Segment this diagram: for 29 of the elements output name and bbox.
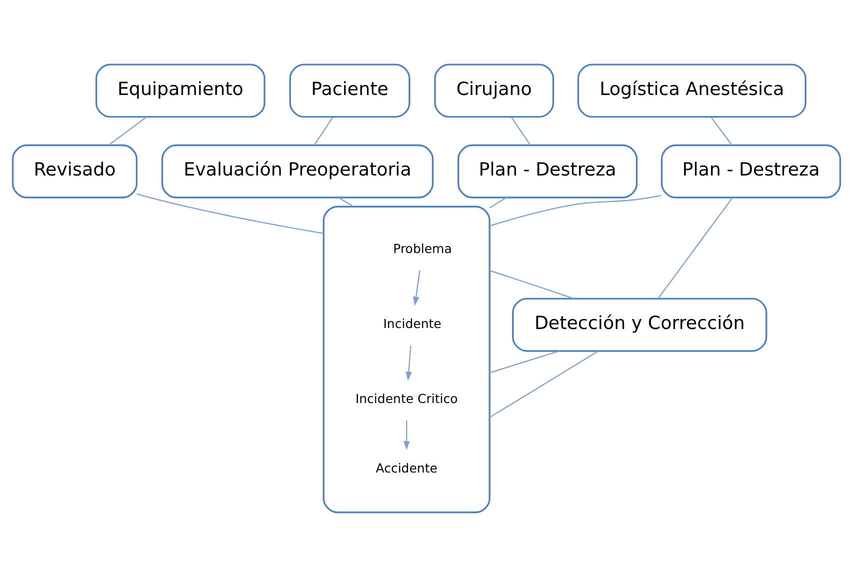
node-box: Revisado bbox=[12, 144, 138, 198]
node-box: Equipamiento bbox=[95, 64, 266, 118]
connector bbox=[710, 116, 732, 146]
connector bbox=[108, 116, 148, 146]
node-box: Detección y Corrección bbox=[512, 298, 768, 352]
node-box: Paciente bbox=[289, 64, 410, 118]
cluster bbox=[322, 206, 490, 514]
node-box: Plan - Destreza bbox=[660, 144, 842, 198]
connector bbox=[489, 197, 507, 208]
connector bbox=[489, 270, 574, 300]
node-text: Problema bbox=[393, 240, 452, 256]
arrow bbox=[406, 345, 412, 381]
node-text: Accidente bbox=[376, 460, 438, 476]
node-box: Logística Anestésica bbox=[577, 64, 806, 118]
node-box: Cirujano bbox=[434, 64, 554, 118]
connector bbox=[489, 350, 599, 418]
connector bbox=[658, 197, 733, 299]
arrow bbox=[412, 270, 420, 306]
connector bbox=[489, 350, 560, 374]
node-text: Incidente bbox=[383, 316, 442, 332]
connector bbox=[136, 193, 324, 234]
arrow bbox=[403, 420, 410, 450]
node-text: Incidente Critico bbox=[355, 391, 458, 406]
connector bbox=[489, 194, 662, 226]
node-box: Plan - Destreza bbox=[457, 144, 638, 198]
connector bbox=[338, 197, 354, 208]
connector bbox=[510, 116, 531, 146]
node-box: Evaluación Preoperatoria bbox=[161, 144, 434, 198]
connector bbox=[314, 116, 334, 146]
